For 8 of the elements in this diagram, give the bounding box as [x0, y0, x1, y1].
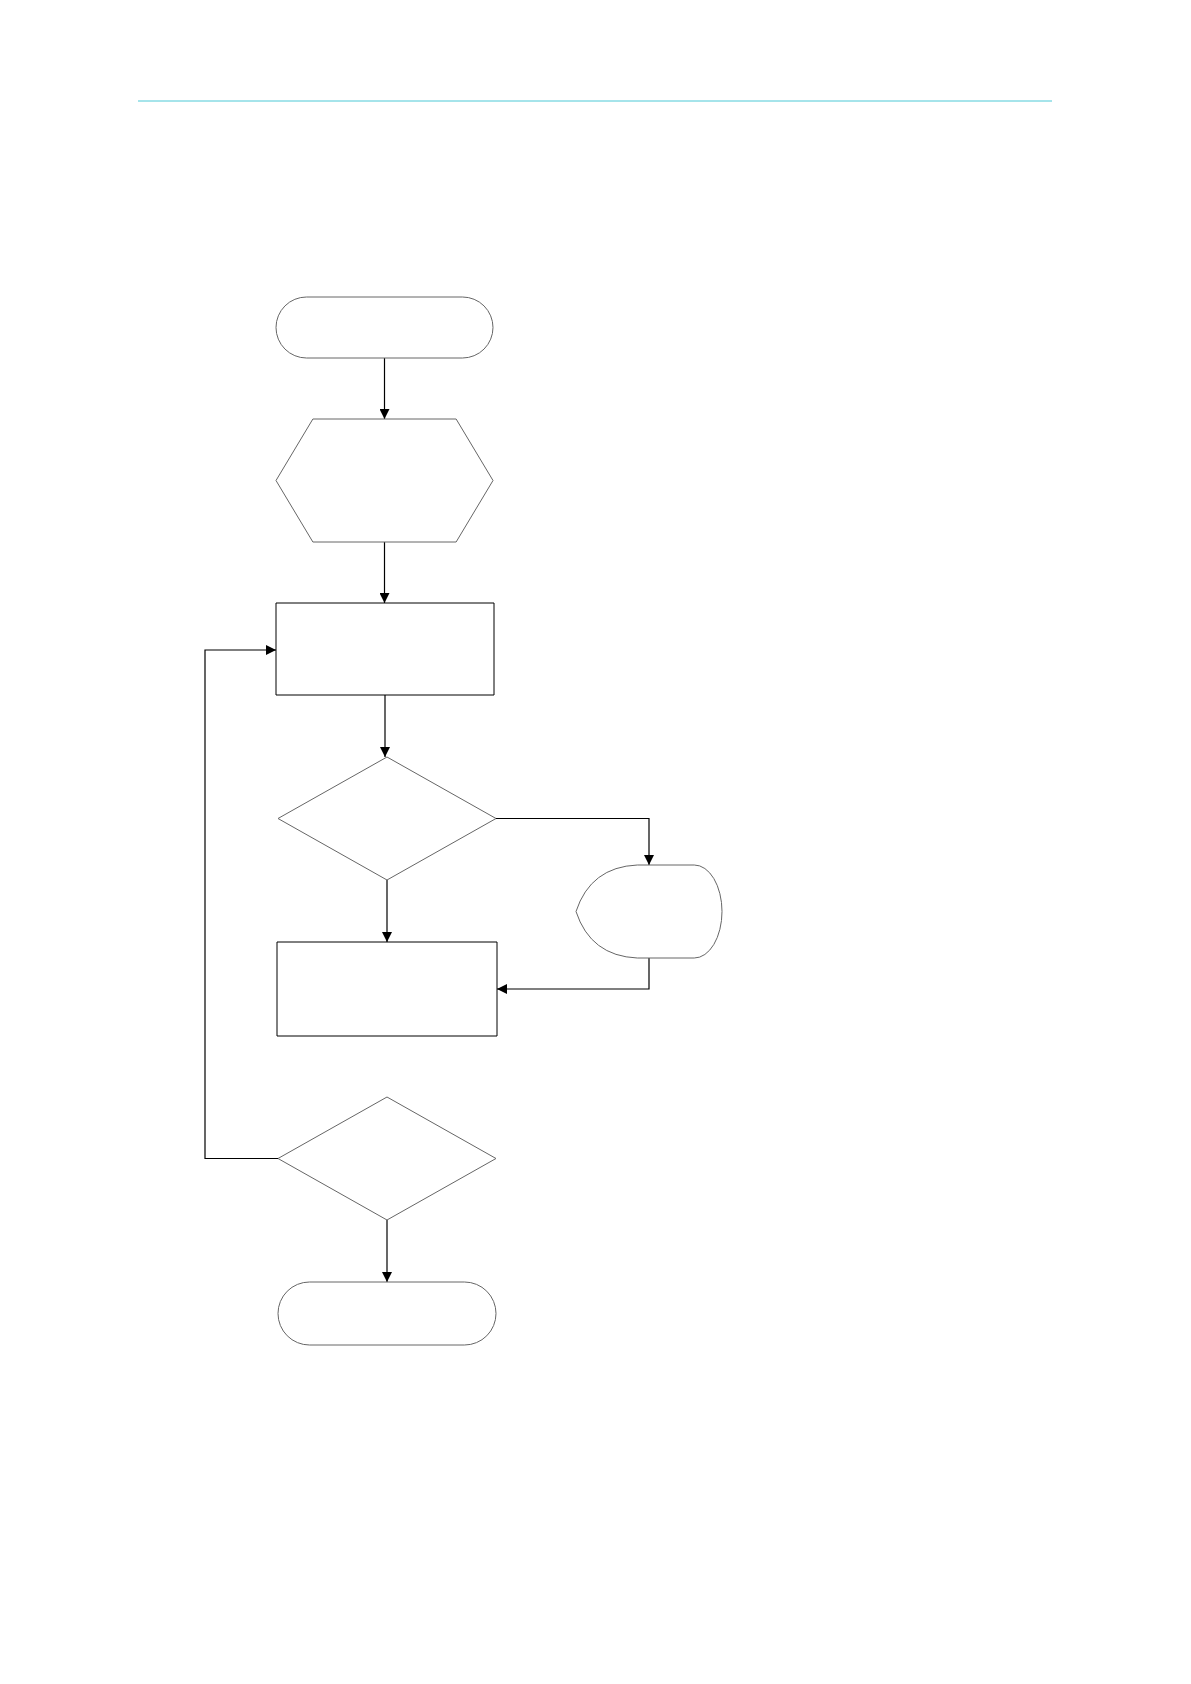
arrow: [379, 541, 390, 604]
arrow: [380, 694, 390, 758]
arrow: [382, 1219, 392, 1283]
arrow: [204, 645, 279, 1160]
arrow: [382, 879, 392, 943]
arrow: [379, 357, 390, 420]
arrow: [496, 957, 650, 994]
arrow: [495, 817, 654, 866]
